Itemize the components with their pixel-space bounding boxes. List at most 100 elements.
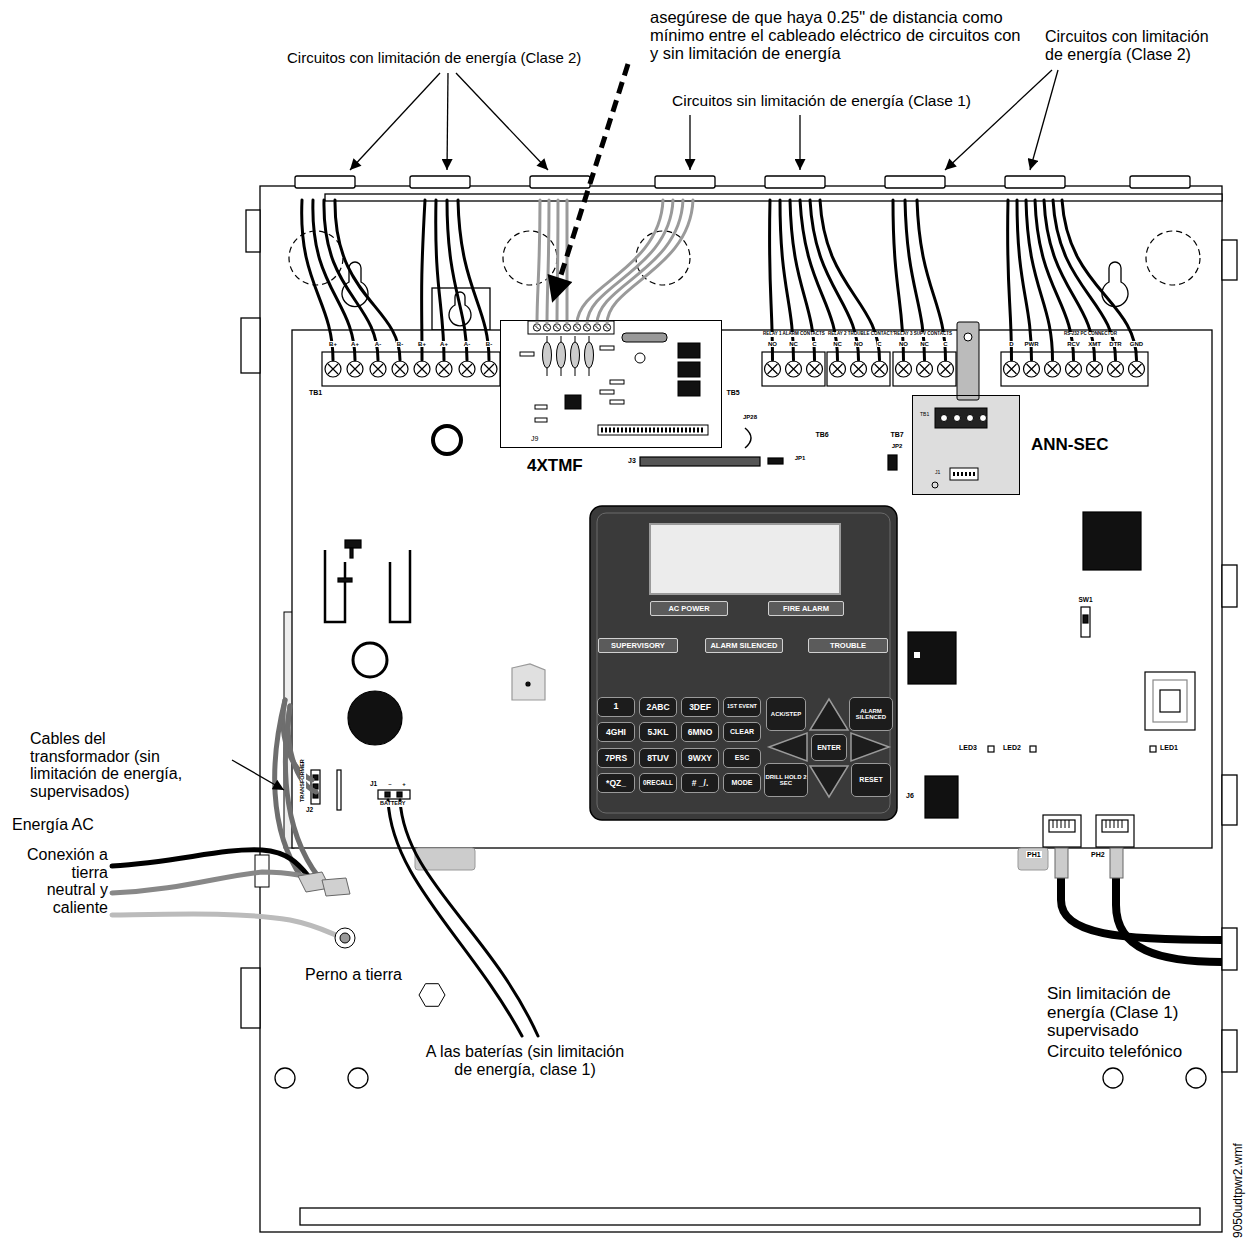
callout-arrow xyxy=(232,64,1058,790)
pin-label: XMT xyxy=(1087,341,1102,347)
file-name: 9050udtpwr2.wmf xyxy=(1232,1143,1245,1238)
key-label: TROUBLE xyxy=(830,642,866,650)
status-indicator: ALARM SILENCED xyxy=(705,638,783,653)
terminal-screw xyxy=(325,361,1145,377)
mounting-hole xyxy=(275,1068,1206,1088)
ac-wire xyxy=(112,850,338,936)
board-tab xyxy=(415,848,1048,870)
field-wire xyxy=(302,200,1137,1036)
key-label: 1ST EVENT xyxy=(727,704,757,710)
key-label: # _/. xyxy=(692,779,709,788)
pin-label: A- xyxy=(374,341,382,347)
connector-id: J1 xyxy=(935,470,940,476)
keypad-key: DRILL HOLD 2 SEC xyxy=(764,763,808,797)
pin-label: B- xyxy=(485,341,493,347)
module-body xyxy=(500,320,722,448)
callout-text: Circuitos con limitación de energía (Cla… xyxy=(287,50,581,67)
key-label: AC POWER xyxy=(668,605,709,613)
keypad-key: RESET xyxy=(851,763,891,797)
key-label: CLEAR xyxy=(730,728,754,735)
key-label: SUPERVISORY xyxy=(611,642,665,650)
pin-label: B+ xyxy=(417,341,427,347)
status-indicator: AC POWER xyxy=(650,601,728,616)
keypad-key: CLEAR xyxy=(723,722,761,742)
key-label: ESC xyxy=(735,754,749,761)
connector-id: J1 xyxy=(369,781,378,788)
annunciator-module: TB1J1ANN-SEC xyxy=(912,395,1020,495)
enclosure xyxy=(241,176,1237,1232)
connector-id: J3 xyxy=(627,457,637,464)
keypad-key: *QZ_ xyxy=(597,773,635,793)
pin-label: RELAY 3 SUPV CONTACTS xyxy=(893,332,953,337)
pin-label: D xyxy=(1008,341,1014,347)
keypad-key: ESC xyxy=(723,748,761,768)
pin-label: RS-232 PC CONNECTOR xyxy=(1063,332,1118,337)
keypad-key: # _/. xyxy=(681,773,719,793)
switch-id: SW1 xyxy=(1077,597,1093,604)
pin-label: A+ xyxy=(350,341,360,347)
pin-label: RELAY 2 TROUBLE CONTACTS xyxy=(827,332,896,337)
wire-nut xyxy=(298,872,350,896)
key-label: ENTER xyxy=(817,744,841,751)
pin-label: RELAY 1 ALARM CONTACTS xyxy=(762,332,826,337)
status-indicator: TROUBLE xyxy=(808,638,888,653)
key-label: 5JKL xyxy=(648,728,669,737)
pin-label: NC xyxy=(832,341,843,347)
key-label: 0RECALL xyxy=(643,780,673,787)
phone-plug xyxy=(1055,848,1123,878)
status-indicator: SUPERVISORY xyxy=(598,638,678,653)
terminal-block xyxy=(322,352,1148,386)
callout-text: Energía AC xyxy=(12,816,94,834)
module-body xyxy=(912,322,1020,495)
pin-label: NO xyxy=(853,341,864,347)
callout-text: Circuitos sin limitación de energía (Cla… xyxy=(672,92,971,109)
pin-label: RCV xyxy=(1066,341,1081,347)
key-label: 9WXY xyxy=(688,754,712,763)
module-name: ANN-SEC xyxy=(1031,436,1108,455)
terminal-id: TB1 xyxy=(308,389,323,396)
board-component xyxy=(311,426,1195,847)
keypad-key: 6MNO xyxy=(681,722,719,742)
module-name: 4XTMF xyxy=(527,457,583,476)
key-label: 4GHI xyxy=(606,728,626,737)
keypad-key: ALARM SILENCED xyxy=(849,697,893,731)
pin-label: NC xyxy=(919,341,930,347)
pin-label: GND xyxy=(1129,341,1144,347)
pin-label: C xyxy=(942,341,948,347)
circuit-board xyxy=(292,330,1212,848)
key-label: 8TUV xyxy=(647,754,669,763)
connector-id: J9 xyxy=(531,435,538,443)
jumper-id: JP1 xyxy=(794,455,807,461)
keypad-key: 2ABC xyxy=(639,697,677,717)
terminal-id: TB7 xyxy=(889,431,904,438)
callout-text: asegúrese de que haya 0.25" de distancia… xyxy=(650,8,1026,62)
keypad-key: 7PRS xyxy=(597,748,635,768)
key-label: ACK/STEP xyxy=(771,711,801,717)
callout-text: Circuito telefónico xyxy=(1047,1043,1182,1062)
callout-text: Conexión a tierra neutral y caliente xyxy=(23,846,108,916)
keypad-key: 0RECALL xyxy=(639,773,677,793)
key-label: 2ABC xyxy=(646,703,669,712)
pin-label: – xyxy=(387,781,392,787)
keypad-key: ACK/STEP xyxy=(766,697,806,731)
terminal-id: TB1 xyxy=(920,412,929,418)
key-label: DRILL HOLD 2 SEC xyxy=(765,774,807,787)
pin-label: NC xyxy=(788,341,799,347)
key-label: MODE xyxy=(732,779,753,786)
callout-text: Cables del transformador (sin limitación… xyxy=(30,730,195,800)
keypad-key: 9WXY xyxy=(681,748,719,768)
pin-label: PWR xyxy=(1024,341,1040,347)
callout-text: A las baterías (sin limitación de energí… xyxy=(420,1043,630,1078)
pin-label: NO xyxy=(898,341,909,347)
connector-id: BATTERY xyxy=(379,801,406,807)
connector-id: TRANSFORMER xyxy=(300,758,306,803)
led-id: LED3 xyxy=(958,744,978,751)
terminal-id: TB6 xyxy=(814,431,829,438)
jumper-id: JP28 xyxy=(742,414,758,420)
keypad-key: 1ST EVENT xyxy=(723,697,761,717)
key-label: 6MNO xyxy=(688,728,713,737)
key-label: 7PRS xyxy=(605,754,627,763)
keypad-panel xyxy=(590,506,897,820)
key-label: 3DEF xyxy=(689,703,711,712)
key-label: ALARM SILENCED xyxy=(710,642,777,650)
